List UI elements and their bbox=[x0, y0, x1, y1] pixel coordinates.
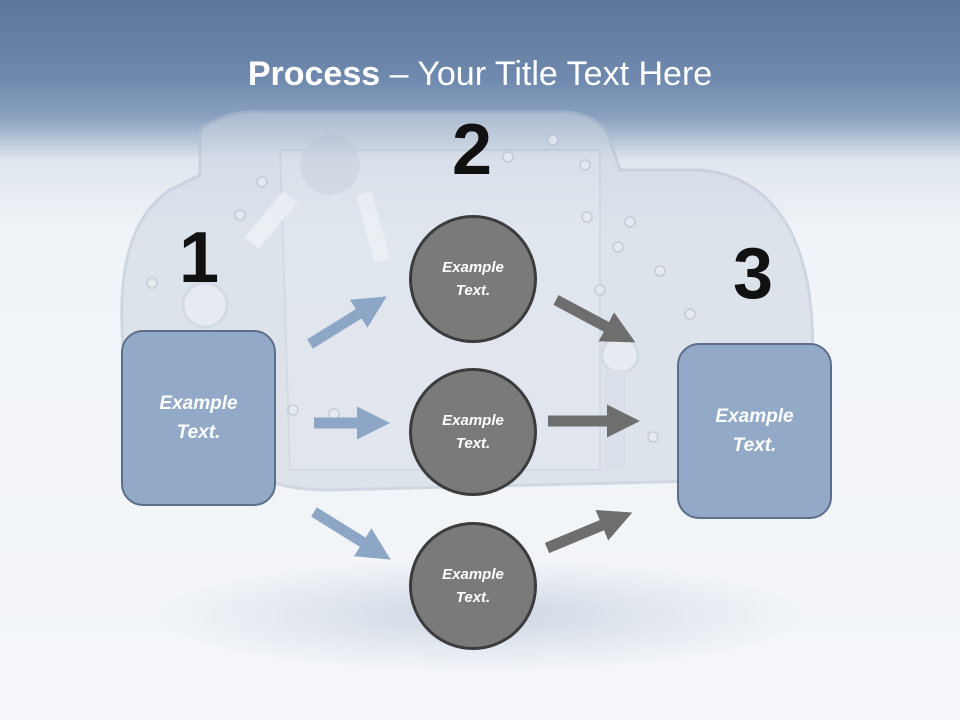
arrow-1-to-bottom bbox=[311, 507, 391, 560]
step-1-text-line2: Text. bbox=[176, 422, 221, 443]
circle-top-line2: Text. bbox=[455, 282, 491, 299]
circle-bottom-line1: Example bbox=[442, 566, 504, 583]
step-number-2: 2 bbox=[451, 110, 493, 190]
slide-title: Process – Your Title Text Here bbox=[0, 52, 960, 96]
title-rest: – Your Title Text Here bbox=[380, 55, 713, 93]
step-3-text-line2: Text. bbox=[732, 435, 777, 456]
arrow-1-to-top bbox=[307, 296, 387, 349]
step-number-3: 3 bbox=[732, 234, 774, 314]
arrow-top-to-3 bbox=[553, 295, 636, 343]
step-1-text-line1: Example bbox=[159, 393, 238, 414]
circle-middle-line2: Text. bbox=[455, 435, 491, 452]
circle-top-line1: Example bbox=[442, 259, 504, 276]
circle-bottom-line2: Text. bbox=[455, 589, 491, 606]
circle-middle-line1: Example bbox=[442, 412, 504, 429]
step-number-1: 1 bbox=[178, 218, 220, 298]
arrow-bottom-to-3 bbox=[544, 509, 633, 554]
step-3-text-line1: Example bbox=[715, 406, 794, 427]
title-bold: Process bbox=[247, 55, 381, 93]
